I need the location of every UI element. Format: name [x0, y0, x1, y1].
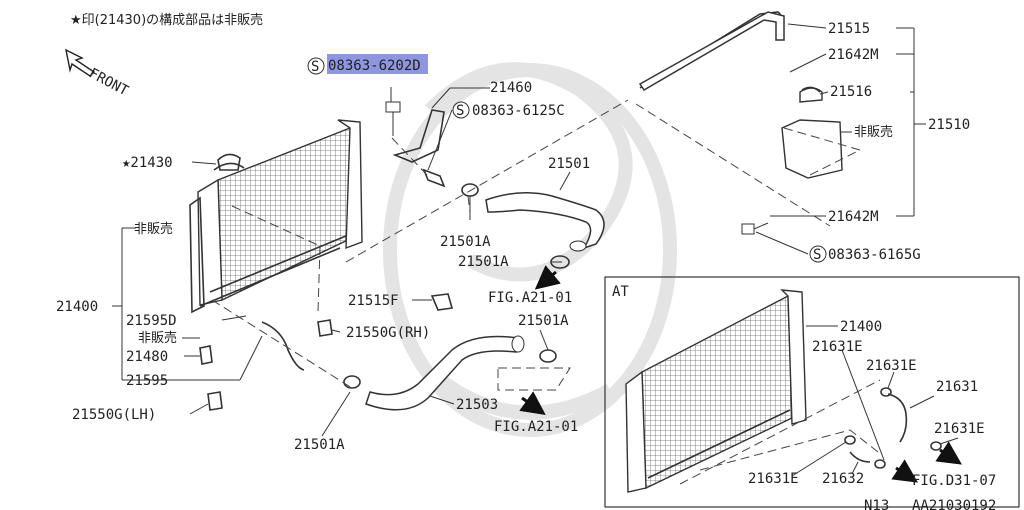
label-not-sold-left: 非販売 [134, 221, 173, 237]
clip-21515f-icon [430, 293, 454, 311]
clamp-icon [874, 459, 886, 469]
label-21595[interactable]: 21595 [126, 373, 168, 389]
front-arrow-icon [65, 48, 96, 77]
clamp-icon [461, 183, 479, 197]
label-not-sold-tank: 非販売 [854, 124, 893, 140]
clamp-icon [844, 435, 856, 445]
label-not-sold-low: 非販売 [138, 330, 177, 346]
cap-21516-icon [801, 86, 821, 93]
label-21550g-rh[interactable]: 21550G(RH) [346, 325, 430, 341]
footer-code-right: AA21030192 [912, 498, 996, 510]
main-radiator [189, 119, 363, 314]
standard-part-icon: S [307, 57, 325, 75]
upper-hose-21501 [485, 192, 605, 252]
at-label-fig-d31-07[interactable]: FIG.D31-07 [912, 473, 996, 489]
at-inset [604, 276, 1020, 508]
label-21480[interactable]: 21480 [126, 349, 168, 365]
bolt-icon [741, 222, 769, 235]
label-fig-a21-01-top[interactable]: FIG.A21-01 [488, 290, 572, 306]
label-21501a-bottom[interactable]: 21501A [294, 437, 345, 453]
at-label-21631[interactable]: 21631 [936, 379, 978, 395]
pipe-21595-icon [261, 321, 305, 371]
clamp-icon [880, 387, 892, 397]
plug-21480-icon [199, 345, 213, 365]
front-label: FRONT [86, 65, 131, 99]
label-21642m-bottom[interactable]: 21642M [828, 209, 879, 225]
reservoir-tank [638, 11, 843, 179]
label-21501[interactable]: 21501 [548, 156, 590, 172]
note-text: ★印(21430)の構成部品は非販売 [70, 12, 263, 28]
at-inset-title: AT [612, 284, 629, 300]
label-21515f[interactable]: 21515F [348, 293, 399, 309]
label-21515[interactable]: 21515 [828, 21, 870, 37]
label-21501a-mid[interactable]: 21501A [458, 254, 509, 270]
label-21510[interactable]: 21510 [928, 117, 970, 133]
label-08363-6165g[interactable]: 08363-6165G [828, 247, 921, 263]
svg-text:S: S [813, 247, 821, 263]
standard-part-icon: S [452, 101, 470, 119]
label-21430[interactable]: ★21430 [122, 155, 173, 171]
svg-text:S: S [456, 103, 464, 119]
drain-rh-icon [317, 319, 333, 337]
fig-arrow-icon [935, 441, 962, 465]
cap-21430-icon [217, 153, 241, 171]
search-highlight [327, 54, 428, 74]
svg-text:S: S [311, 59, 319, 75]
label-21550g-lh[interactable]: 21550G(LH) [72, 407, 156, 423]
label-21501a-top[interactable]: 21501A [440, 234, 491, 250]
clamp-icon [343, 375, 361, 389]
lower-hose-21503 [365, 335, 525, 411]
clamp-icon [930, 441, 942, 451]
at-label-21632[interactable]: 21632 [822, 471, 864, 487]
at-label-21631e-a[interactable]: 21631E [812, 339, 863, 355]
fig-arrow-icon [534, 265, 561, 290]
drain-lh-icon [207, 391, 223, 411]
assembly-lines [211, 99, 862, 391]
label-08363-6202d[interactable]: 08363-6202D [328, 58, 421, 74]
leader-lines [112, 23, 926, 437]
at-label-21631e-d[interactable]: 21631E [748, 471, 799, 487]
label-21501a-right[interactable]: 21501A [518, 313, 569, 329]
fig-arrow-icon [519, 391, 546, 415]
footer-code-left: N13 [864, 498, 889, 510]
clamp-icon [539, 349, 557, 363]
label-fig-a21-01-bottom[interactable]: FIG.A21-01 [494, 419, 578, 435]
label-21642m-top[interactable]: 21642M [828, 47, 879, 63]
label-21503[interactable]: 21503 [456, 397, 498, 413]
label-21516[interactable]: 21516 [830, 84, 872, 100]
standard-part-icon: S [809, 245, 827, 263]
bolt-icon [385, 101, 401, 136]
label-08363-6125c[interactable]: 08363-6125C [472, 103, 565, 119]
bracket-21460 [392, 109, 446, 188]
label-21460[interactable]: 21460 [490, 80, 532, 96]
label-21595d[interactable]: 21595D [126, 313, 177, 329]
fig-arrow-icon [891, 459, 918, 483]
at-label-21400[interactable]: 21400 [840, 319, 882, 335]
at-label-21631e-c[interactable]: 21631E [934, 421, 985, 437]
at-label-21631e-b[interactable]: 21631E [866, 358, 917, 374]
label-21400[interactable]: 21400 [56, 299, 98, 315]
